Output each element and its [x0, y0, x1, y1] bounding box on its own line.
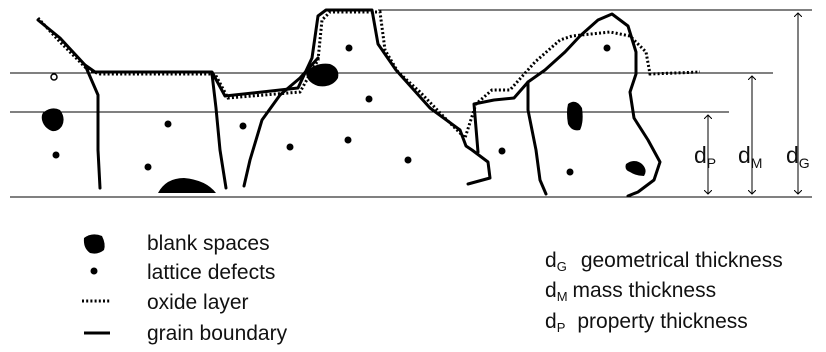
- lattice-defect-hollow: [50, 73, 58, 81]
- legend-grain-boundary-label: grain boundary: [147, 322, 288, 345]
- legend-blank-space-icon: [83, 234, 105, 254]
- oxide-layer-surface: [36, 10, 701, 141]
- blank-space-4: [567, 101, 583, 131]
- lattice-defect: [603, 44, 611, 52]
- grain-boundary-1: [83, 63, 102, 190]
- lattice-defect: [498, 147, 506, 155]
- blank-space-2: [306, 63, 339, 87]
- lattice-defect: [239, 122, 247, 130]
- blank-space-1: [41, 108, 64, 132]
- grain-boundary-4: [526, 80, 548, 196]
- lattice-defect: [345, 44, 353, 52]
- lattice-defect: [404, 156, 412, 164]
- grain-boundary-2: [210, 72, 228, 190]
- blank-space-5: [625, 161, 646, 176]
- dimension-label-dg: dG: [786, 142, 810, 171]
- blank-space-3: [158, 178, 216, 193]
- grain-boundary-3: [242, 56, 320, 188]
- dimension-label-dm: dM: [738, 142, 762, 171]
- lattice-defect: [164, 120, 172, 128]
- legend-oxide-layer-label: oxide layer: [147, 291, 249, 314]
- grain-boundary-left: [36, 8, 492, 186]
- legend-lattice-defects-label: lattice defects: [147, 261, 275, 284]
- legend-blank-spaces-label: blank spaces: [147, 232, 270, 255]
- lattice-defect: [286, 143, 294, 151]
- lattice-defect: [344, 136, 352, 144]
- dimension-label-dp: dP: [694, 142, 716, 171]
- lattice-defect: [52, 151, 60, 159]
- lattice-defect: [365, 95, 373, 103]
- lattice-defect: [144, 163, 152, 171]
- lattice-defect: [566, 168, 574, 176]
- grain-boundary-right: [472, 12, 662, 198]
- legend-lattice-defect-icon: [90, 267, 98, 275]
